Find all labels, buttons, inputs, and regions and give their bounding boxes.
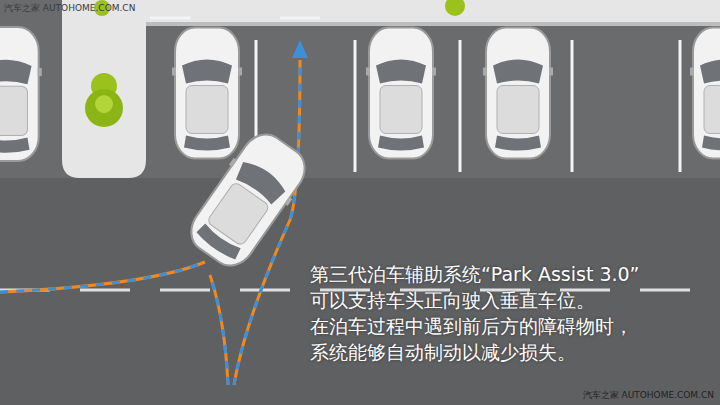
caption-line: 在泊车过程中遇到前后方的障碍物时， xyxy=(310,314,633,338)
caption-line: 第三代泊车辅助系统“Park Assist 3.0” xyxy=(310,262,639,286)
watermark: 汽车之家 AUTOHOME.COM.CN xyxy=(583,390,714,401)
watermark: 汽车之家 AUTOHOME.COM.CN xyxy=(4,3,135,14)
caption-line: 系统能够自动制动以减少损失。 xyxy=(310,340,576,364)
caption-line: 可以支持车头正向驶入垂直车位。 xyxy=(310,288,595,312)
